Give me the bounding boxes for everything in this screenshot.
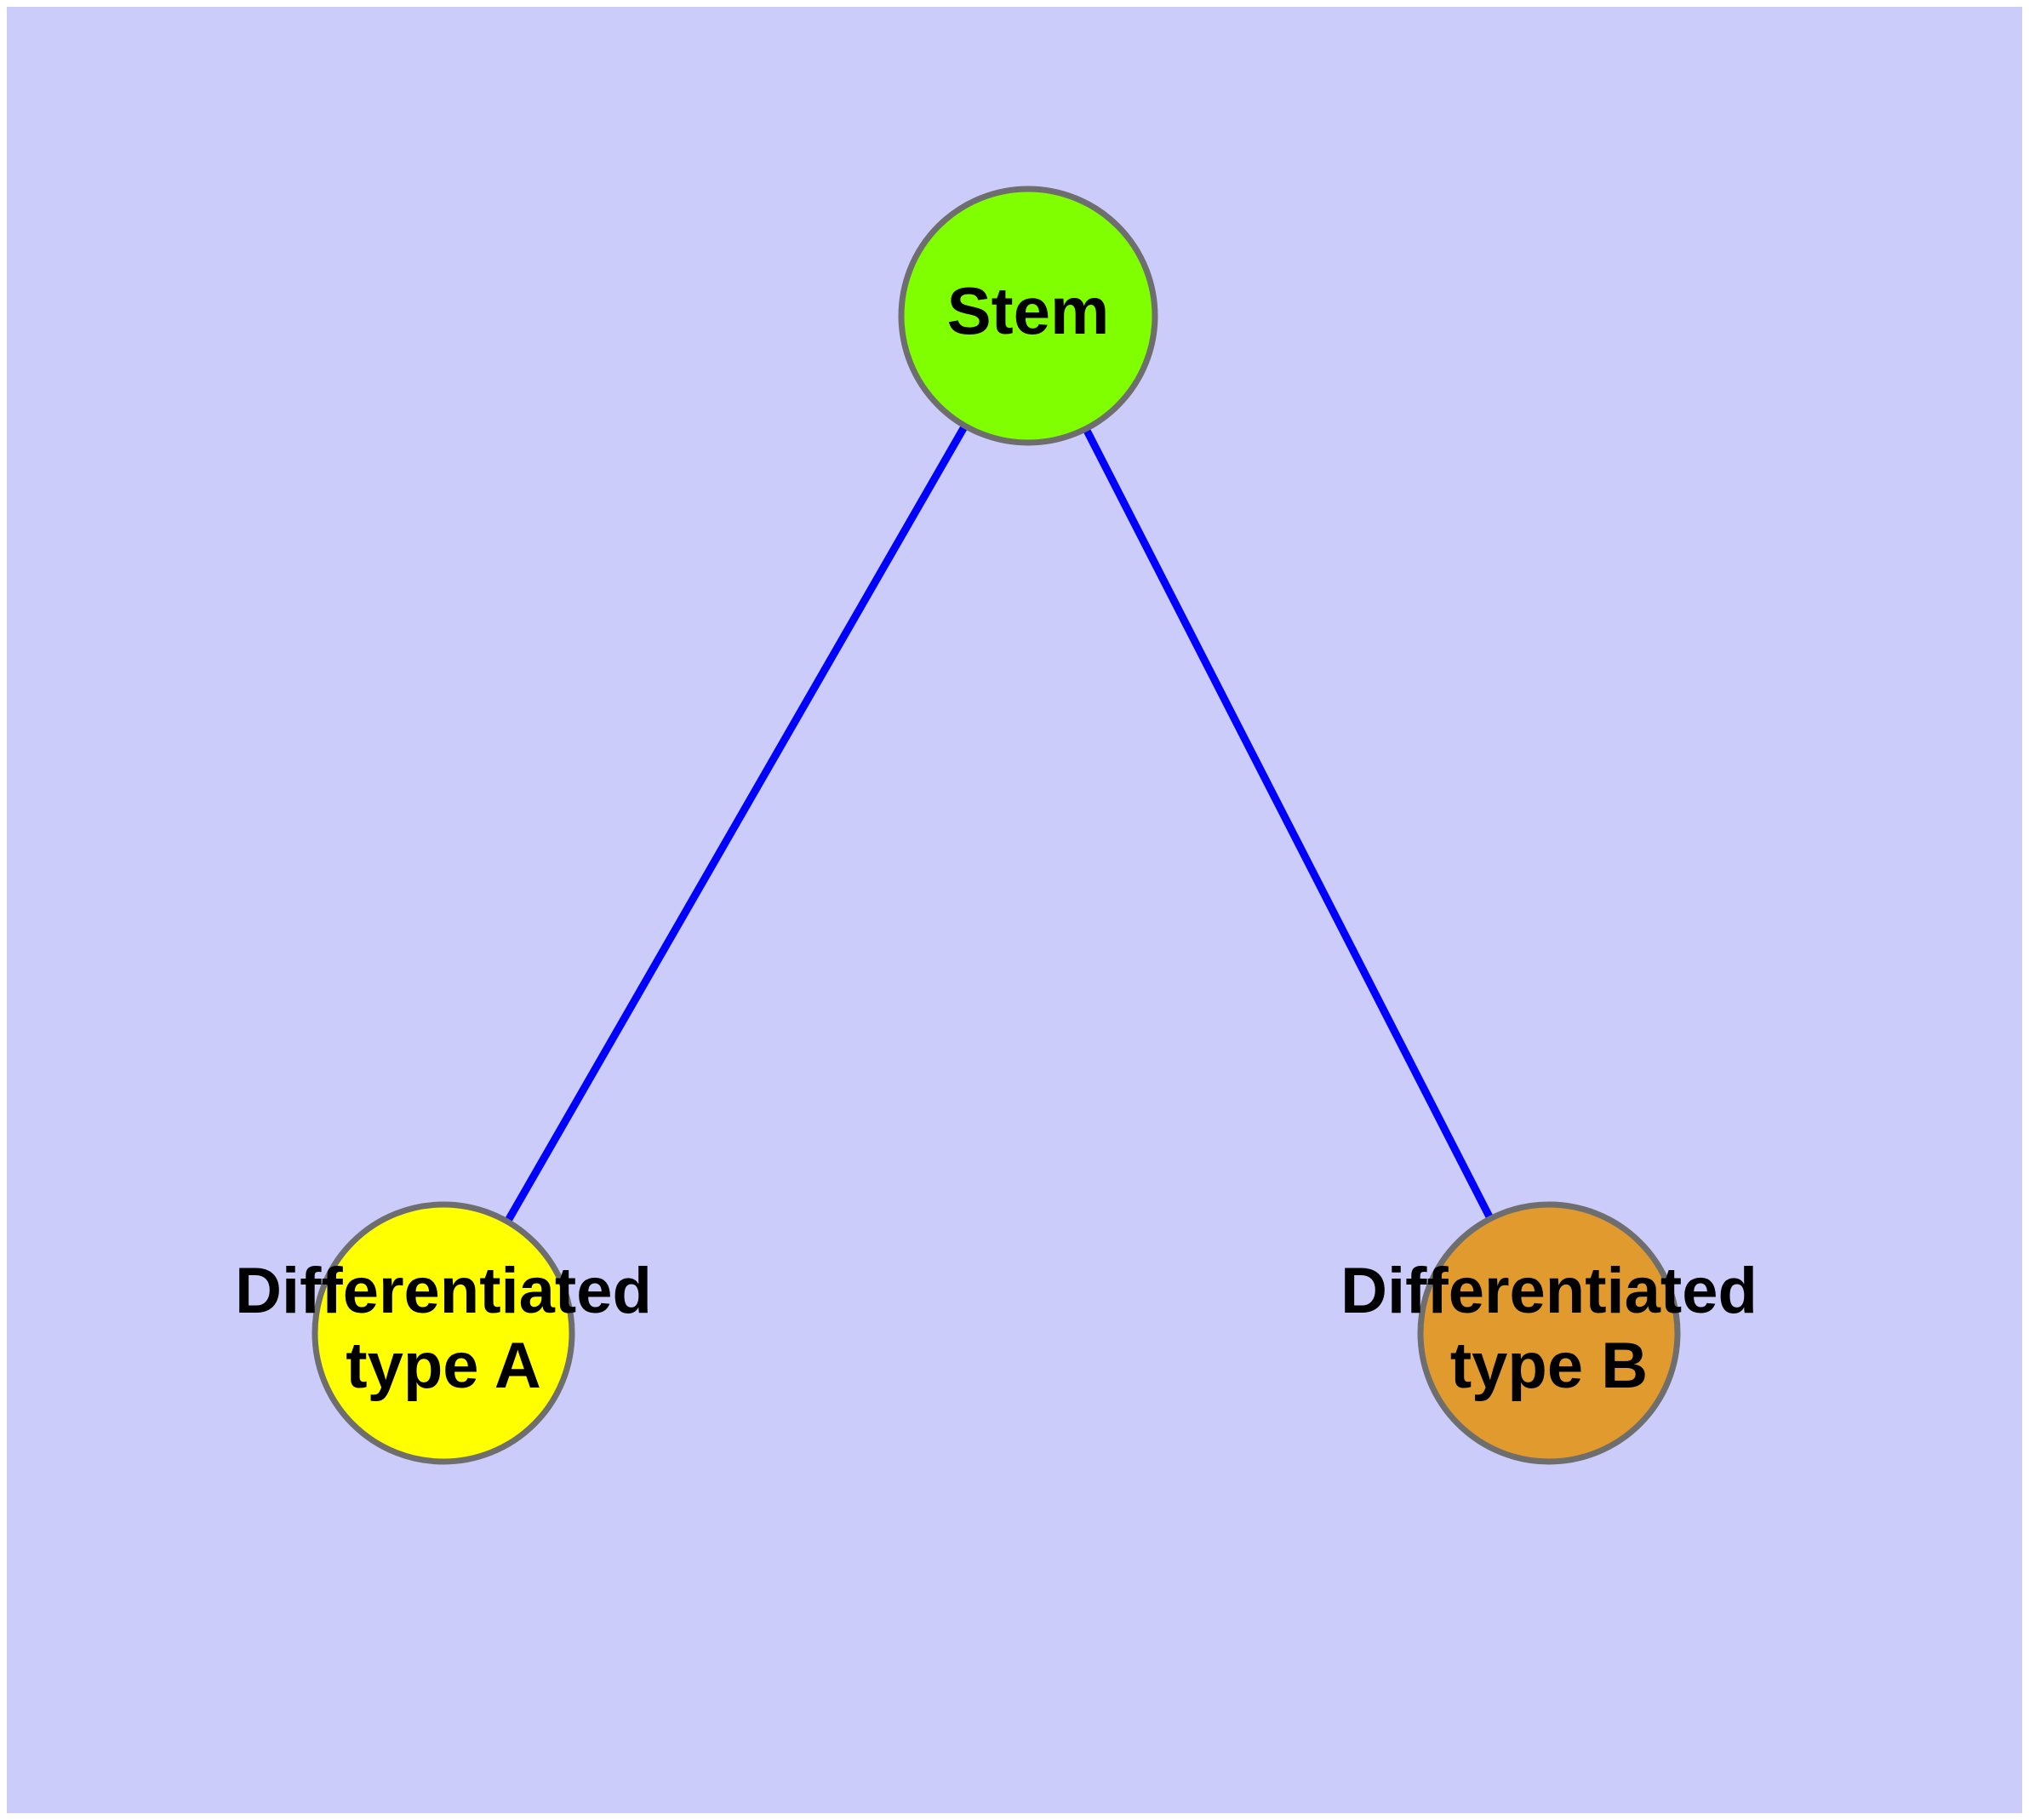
- node-circle-diff_a[interactable]: [311, 1201, 575, 1465]
- graph-edge[interactable]: [440, 313, 1032, 1336]
- node-circle-diff_b[interactable]: [1417, 1201, 1681, 1465]
- node-label-line: Differentiated: [235, 1255, 652, 1327]
- edges-layer: [440, 313, 1553, 1336]
- node-label-stem: Stem: [947, 273, 1110, 348]
- node-label-line: type A: [346, 1330, 540, 1402]
- node-circle-stem[interactable]: [898, 186, 1158, 446]
- graph-edge[interactable]: [1024, 313, 1553, 1336]
- node-label-line: type B: [1450, 1330, 1648, 1402]
- node-label-line: Stem: [947, 273, 1110, 348]
- graph-node-stem[interactable]: Stem: [898, 186, 1158, 446]
- node-label-line: Differentiated: [1340, 1255, 1758, 1327]
